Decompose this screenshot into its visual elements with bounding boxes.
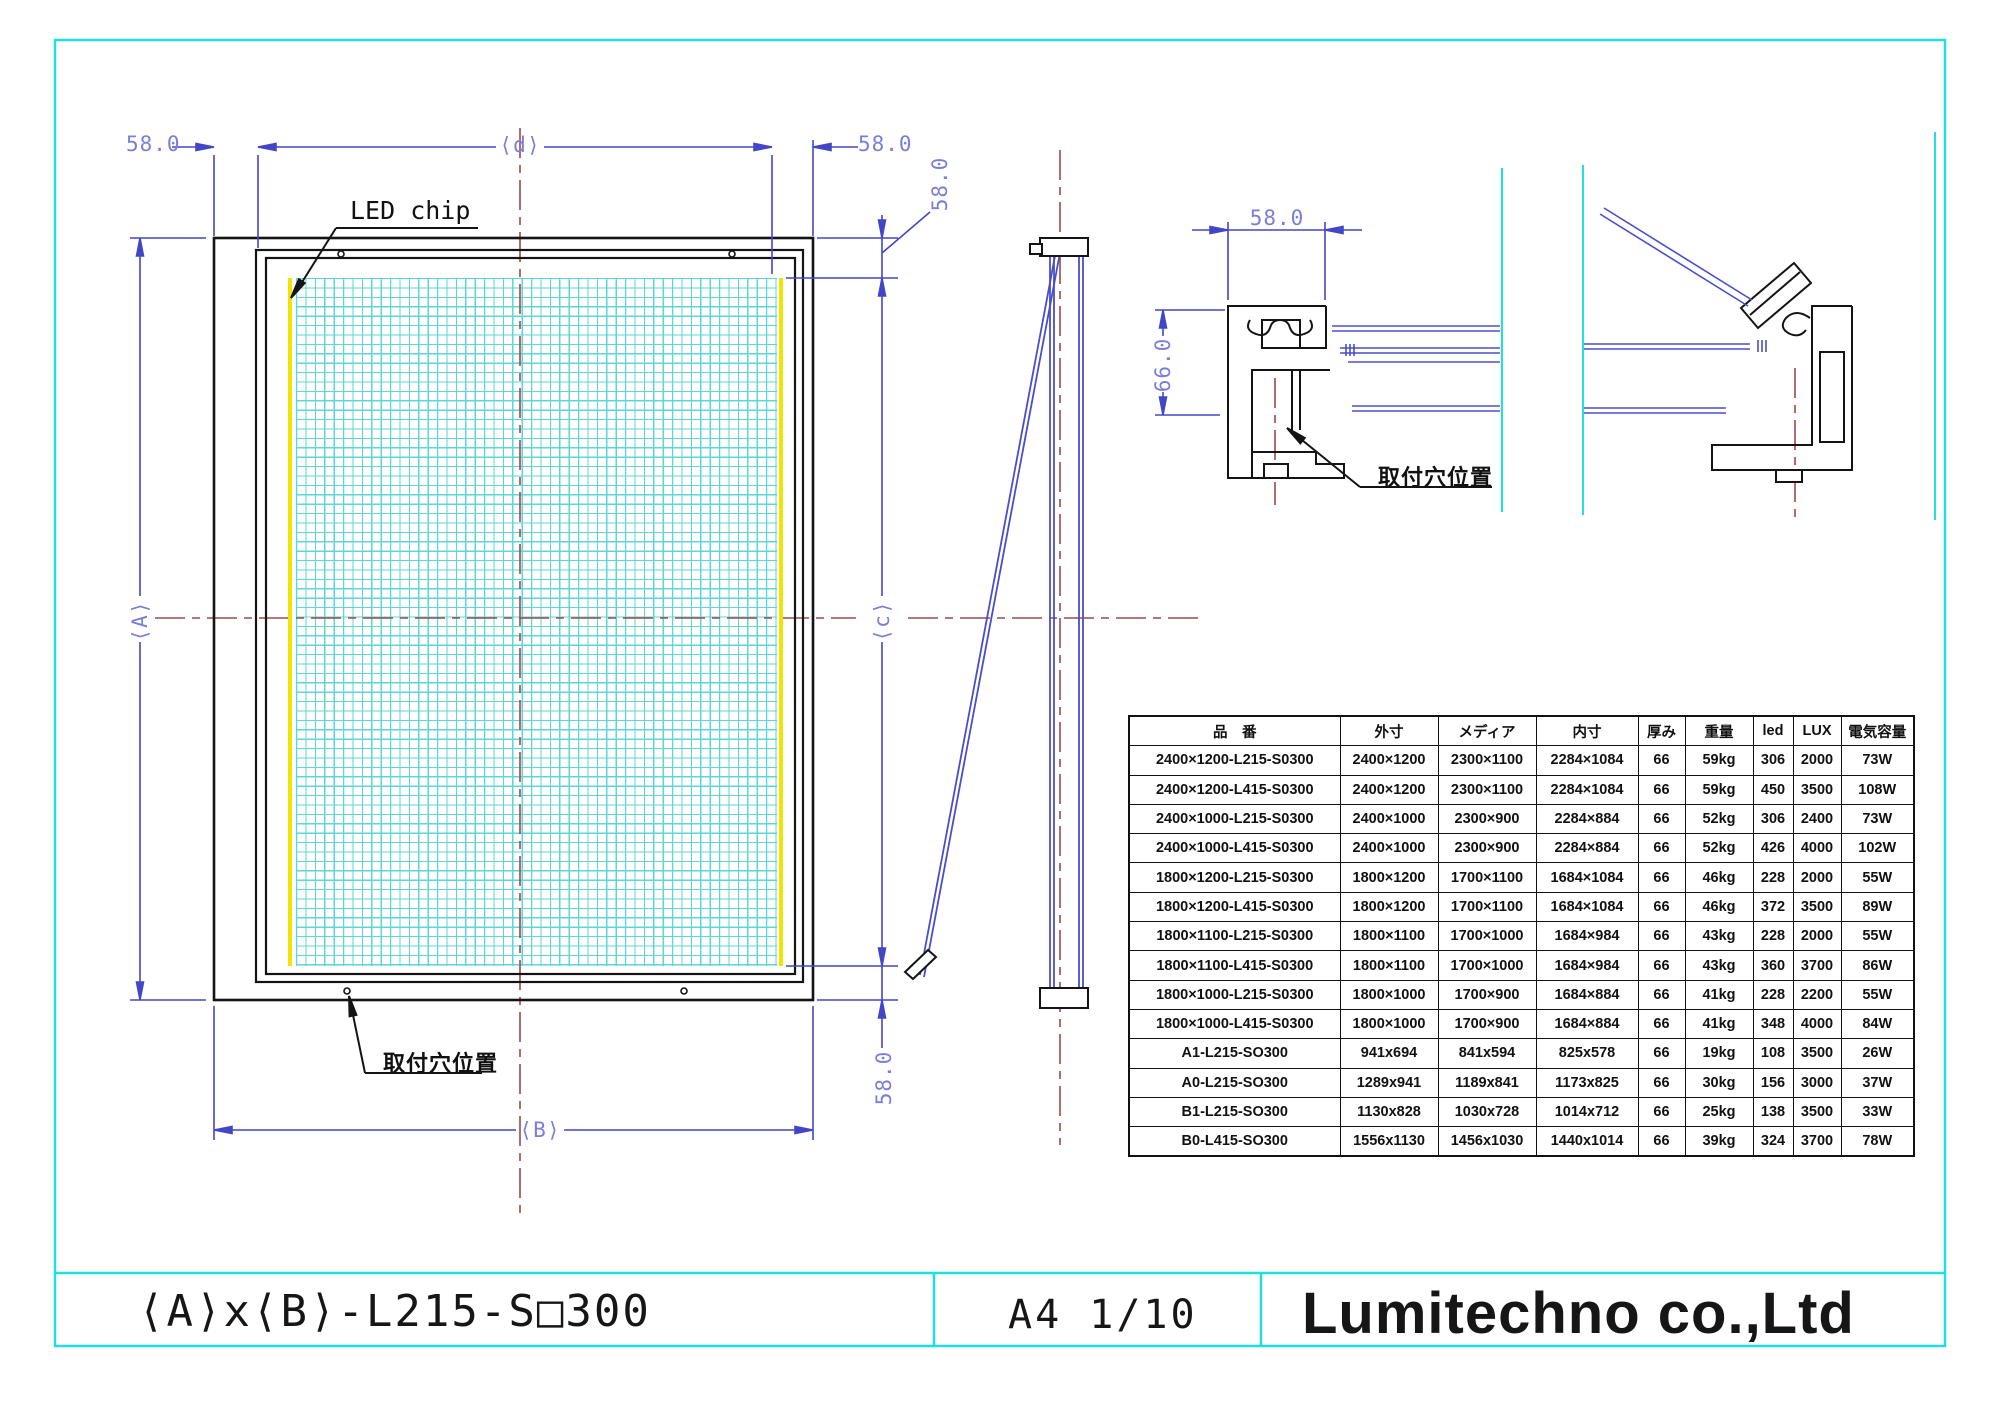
dim-section-frame-width: 58.0 — [1249, 206, 1305, 230]
dim-margin-top-left: 58.0 — [126, 132, 181, 156]
mount-hole — [343, 987, 351, 995]
mount-hole — [680, 987, 688, 995]
dim-overall-height: ⟨A⟩ — [128, 600, 152, 642]
mount-hole — [337, 250, 345, 258]
led-strips — [288, 278, 783, 966]
dim-margin-top-right: 58.0 — [858, 132, 913, 156]
mount-hole — [728, 250, 736, 258]
title-company-name: Lumitechno co.,Ltd — [1302, 1281, 1855, 1346]
mount-hole-label-section: 取付穴位置 — [1378, 465, 1494, 490]
section-detail-left — [1227, 305, 1500, 479]
dim-margin-top-rotated: 58.0 — [928, 156, 952, 212]
dim-media-height: ⟨c⟩ — [870, 600, 894, 642]
mount-hole-label-front: 取付穴位置 — [383, 1051, 499, 1076]
led-panel-grid — [296, 278, 777, 966]
section-detail-right — [1583, 207, 1853, 483]
dim-overall-width: ⟨B⟩ — [519, 1118, 561, 1142]
dim-media-width: ⟨d⟩ — [499, 133, 541, 157]
centerlines — [155, 128, 1796, 1215]
dimension-lines — [130, 140, 1362, 1140]
led-chip-label: LED chip — [350, 196, 471, 225]
title-part-number: ⟨A⟩x⟨B⟩-L215-S□300 — [138, 1286, 651, 1337]
front-view-frame — [212, 236, 815, 1002]
annotation-leaders — [290, 227, 1492, 1074]
title-sheet-scale: A4 1/10 — [1008, 1292, 1198, 1338]
break-lines — [1501, 132, 1936, 520]
side-view — [903, 237, 1089, 1009]
dim-section-frame-depth: 66.0 — [1151, 337, 1175, 393]
border-frame — [53, 38, 1947, 1348]
dim-margin-bottom-rotated: 58.0 — [872, 1050, 896, 1106]
support-prop — [919, 239, 1059, 976]
